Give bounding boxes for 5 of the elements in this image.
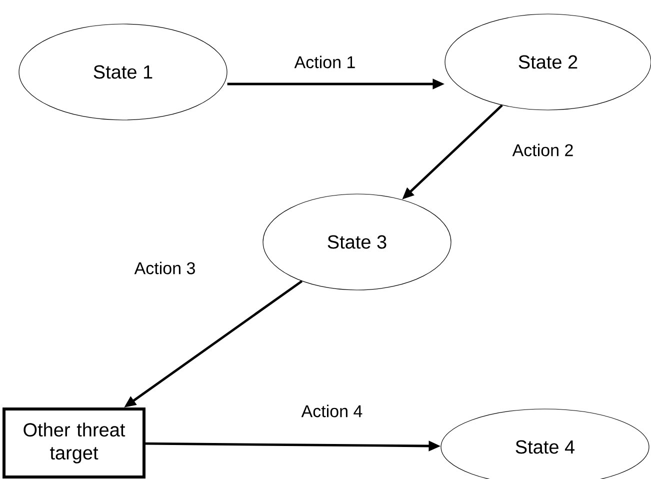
edge-label: Action 3 bbox=[133, 260, 197, 276]
edge-label: Action 2 bbox=[511, 142, 575, 158]
edge-label: Action 1 bbox=[293, 54, 357, 70]
target-box: Other threat target bbox=[2, 408, 146, 478]
edge-label: Action 4 bbox=[300, 404, 364, 418]
